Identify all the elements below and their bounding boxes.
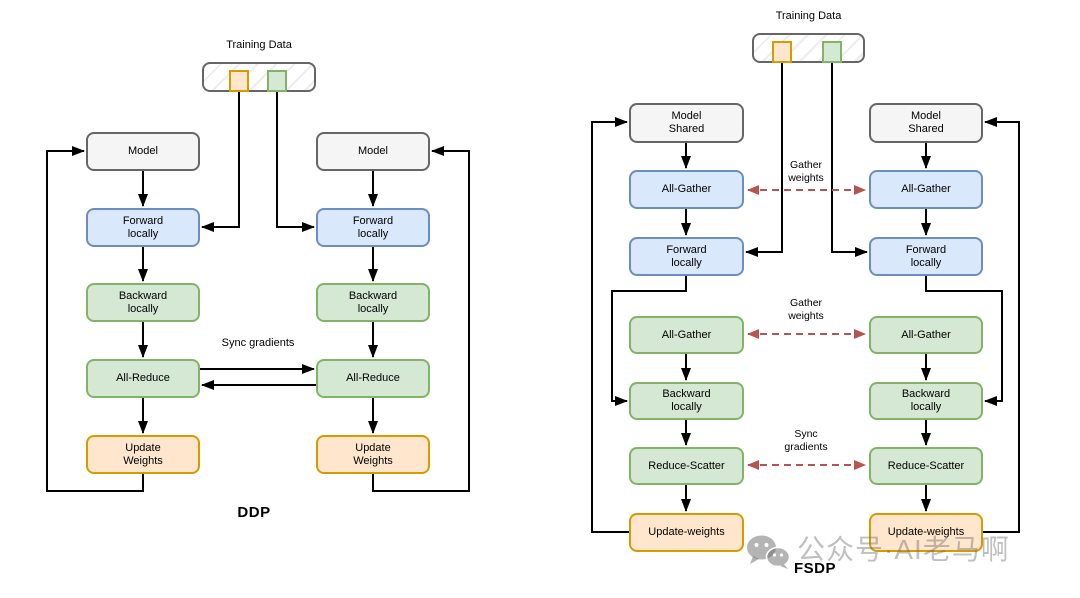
fsdp-left-reduce-scatter-node: Reduce-Scatter <box>629 447 744 485</box>
ddp-left-model-node: Model <box>86 132 200 171</box>
fsdp-data-shard-green <box>822 41 842 63</box>
fsdp-right-model-shared-node: Model Shared <box>869 103 983 143</box>
ddp-right-allreduce-node: All-Reduce <box>316 359 430 398</box>
ddp-left-allreduce-node: All-Reduce <box>86 359 200 398</box>
fsdp-training-data-label: Training Data <box>775 10 842 22</box>
ddp-left-update-weights-node: Update Weights <box>86 435 200 474</box>
ddp-training-data-box <box>202 62 316 92</box>
fsdp-left-allgather-fwd-node: All-Gather <box>629 170 744 209</box>
ddp-data-shard-green <box>267 70 287 92</box>
ddp-training-data-label: Training Data <box>226 39 292 51</box>
fsdp-right-backward-node: Backward locally <box>869 382 983 420</box>
ddp-left-backward-node: Backward locally <box>86 283 200 322</box>
ddp-right-backward-node: Backward locally <box>316 283 430 322</box>
fsdp-left-update-weights-node: Update-weights <box>629 513 744 552</box>
ddp-left-forward-node: Forward locally <box>86 208 200 247</box>
fsdp-right-allgather-fwd-node: All-Gather <box>869 170 983 209</box>
fsdp-training-data-box <box>752 33 865 63</box>
ddp-title: DDP <box>237 504 271 521</box>
ddp-right-forward-node: Forward locally <box>316 208 430 247</box>
ddp-sync-gradients-label: Sync gradients <box>221 337 295 349</box>
fsdp-left-model-shared-node: Model Shared <box>629 103 744 143</box>
fsdp-gather-weights-label-forward: Gather weights <box>788 159 824 184</box>
ddp-data-shard-orange <box>229 70 249 92</box>
ddp-right-update-weights-node: Update Weights <box>316 435 430 474</box>
ddp-right-model-node: Model <box>316 132 430 171</box>
fsdp-right-allgather-bwd-node: All-Gather <box>869 316 983 354</box>
fsdp-right-update-weights-node: Update-weights <box>869 513 983 552</box>
fsdp-gather-weights-label-backward: Gather weights <box>788 297 824 322</box>
fsdp-right-reduce-scatter-node: Reduce-Scatter <box>869 447 983 485</box>
fsdp-left-backward-node: Backward locally <box>629 382 744 420</box>
fsdp-left-forward-node: Forward locally <box>629 237 744 276</box>
fsdp-title: FSDP <box>793 560 836 577</box>
fsdp-data-shard-orange <box>772 41 792 63</box>
fsdp-left-allgather-bwd-node: All-Gather <box>629 316 744 354</box>
fsdp-right-forward-node: Forward locally <box>869 237 983 276</box>
fsdp-sync-gradients-label: Sync gradients <box>784 428 828 453</box>
